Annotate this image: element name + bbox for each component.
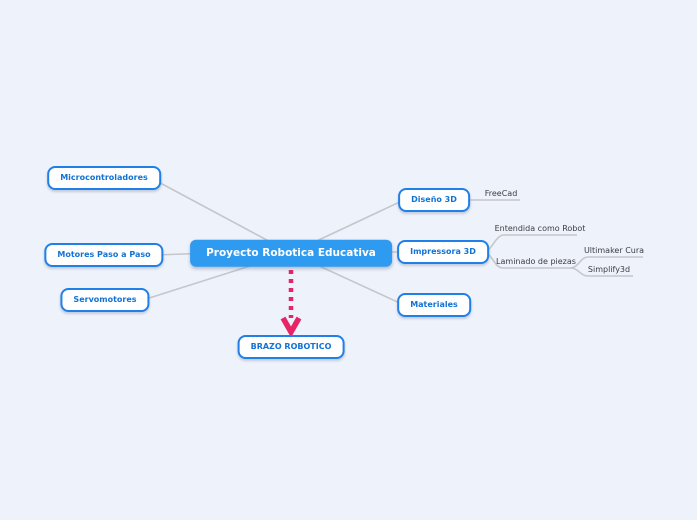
- node-brazo-robotico[interactable]: BRAZO ROBOTICO: [237, 335, 345, 359]
- node-servomotores[interactable]: Servomotores: [60, 288, 150, 312]
- node-ultimaker-cura[interactable]: Ultimaker Cura: [583, 246, 645, 255]
- branch-entendida: [482, 234, 577, 253]
- node-entendida-como-robot[interactable]: Entendida como Robot: [494, 224, 586, 233]
- node-motores-paso-a-paso[interactable]: Motores Paso a Paso: [44, 243, 164, 267]
- node-microcontroladores[interactable]: Microcontroladores: [47, 166, 161, 190]
- node-simplify3d[interactable]: Simplify3d: [587, 265, 631, 274]
- relation-arrow-head: [280, 316, 302, 338]
- node-laminado-de-piezas[interactable]: Laminado de piezas: [496, 257, 576, 266]
- node-materiales[interactable]: Materiales: [397, 293, 471, 317]
- node-root[interactable]: Proyecto Robotica Educativa: [190, 239, 392, 267]
- node-impressora-3d[interactable]: Impressora 3D: [397, 240, 489, 264]
- node-freecad[interactable]: FreeCad: [484, 189, 518, 198]
- relation-arrow: [280, 270, 302, 338]
- node-diseno-3d[interactable]: Diseño 3D: [398, 188, 470, 212]
- branch-simplify: [569, 267, 633, 277]
